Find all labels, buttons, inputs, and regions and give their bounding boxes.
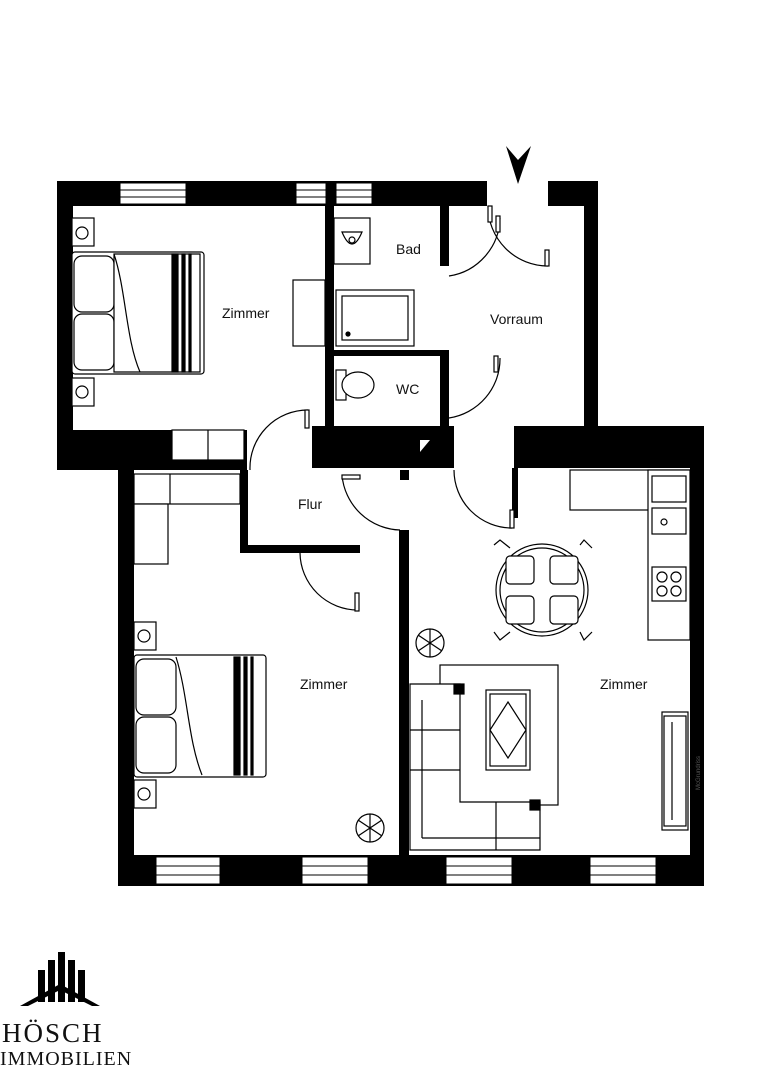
- room-label-wc: WC: [396, 381, 419, 397]
- room-label-flur: Flur: [298, 496, 322, 512]
- furniture: [71, 217, 691, 851]
- entrance-arrow-icon: [506, 146, 531, 184]
- room-label-zimmer-right: Zimmer: [600, 676, 648, 692]
- windows: [119, 182, 657, 885]
- room-label-zimmer-top-left: Zimmer: [222, 305, 270, 321]
- room-label-vorraum: Vorraum: [490, 311, 543, 327]
- doors: [249, 205, 550, 612]
- logo-name: HÖSCH: [2, 1018, 104, 1048]
- room-label-zimmer-bottom-left: Zimmer: [300, 676, 348, 692]
- room-label-bad: Bad: [396, 241, 421, 257]
- company-logo: [20, 952, 100, 1006]
- watermark: McGrundriss: [696, 756, 702, 790]
- logo-subtitle: IMMOBILIEN: [0, 1048, 133, 1070]
